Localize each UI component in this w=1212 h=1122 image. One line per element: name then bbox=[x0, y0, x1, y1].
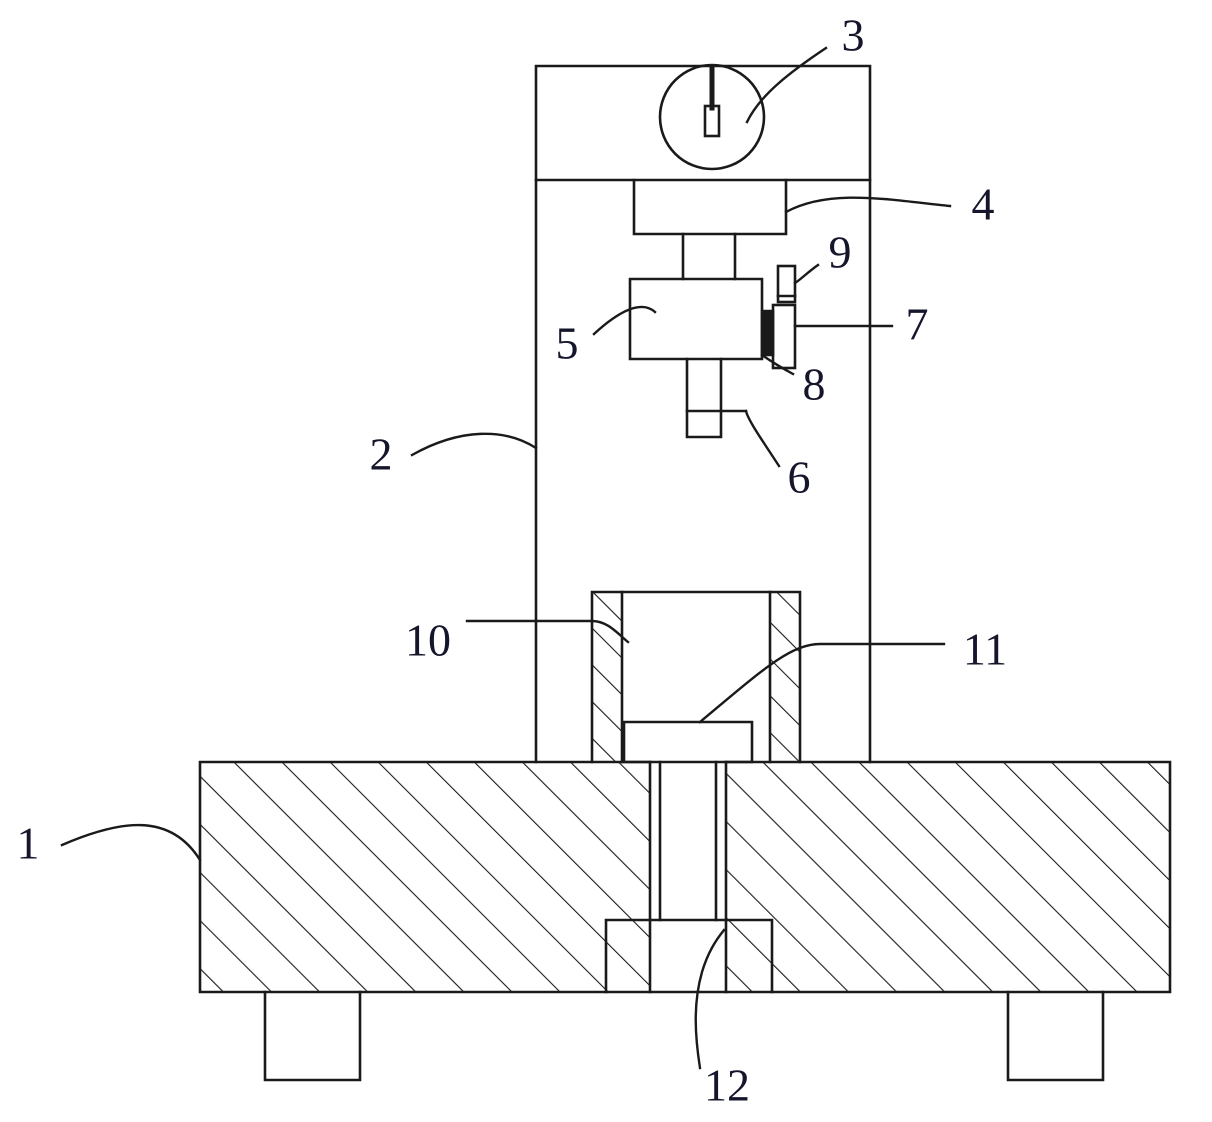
leader-3 bbox=[745, 46, 828, 124]
leader-8 bbox=[760, 353, 795, 376]
mount-neck bbox=[681, 232, 737, 281]
ref-label-6: 6 bbox=[788, 452, 811, 503]
ref-label-2: 2 bbox=[370, 429, 393, 480]
ref-label-7: 7 bbox=[906, 299, 929, 350]
base-foot-right bbox=[1006, 990, 1105, 1082]
dial-gauge bbox=[658, 63, 766, 171]
ref-label-12: 12 bbox=[704, 1060, 750, 1111]
leader-10 bbox=[465, 619, 630, 644]
ref-label-11: 11 bbox=[963, 624, 1007, 675]
indenter-probe bbox=[685, 357, 748, 439]
leader-4 bbox=[784, 196, 952, 214]
ref-label-1: 1 bbox=[17, 818, 40, 869]
ref-label-4: 4 bbox=[972, 179, 995, 230]
side-bracket-7 bbox=[771, 303, 797, 370]
ref-label-9: 9 bbox=[829, 227, 852, 278]
reference-numerals: 1 2 3 4 5 6 7 8 9 10 11 12 bbox=[17, 10, 1008, 1111]
leader-11 bbox=[698, 642, 946, 724]
lower-clamp-nut bbox=[604, 918, 774, 994]
side-pin-9 bbox=[776, 264, 797, 304]
leader-12 bbox=[694, 928, 726, 1070]
specimen-holder-sleeve bbox=[590, 590, 802, 764]
center-shaft bbox=[658, 760, 718, 922]
leader-9 bbox=[793, 263, 820, 285]
leader-1 bbox=[60, 823, 202, 862]
wedge-contact-8 bbox=[760, 309, 775, 357]
ref-label-10: 10 bbox=[405, 615, 451, 666]
leader-5 bbox=[592, 305, 657, 336]
leader-lines bbox=[60, 46, 952, 1070]
base-foot-left bbox=[263, 990, 362, 1082]
leader-2 bbox=[410, 432, 538, 457]
upper-mount-block bbox=[632, 178, 788, 236]
vertical-column bbox=[534, 64, 872, 764]
indenter-head-body bbox=[628, 277, 764, 361]
ref-label-3: 3 bbox=[842, 10, 865, 61]
leader-6 bbox=[744, 409, 781, 468]
specimen-block bbox=[622, 720, 754, 764]
ref-label-5: 5 bbox=[556, 318, 579, 369]
base-block bbox=[198, 760, 1172, 994]
ref-label-8: 8 bbox=[803, 359, 826, 410]
